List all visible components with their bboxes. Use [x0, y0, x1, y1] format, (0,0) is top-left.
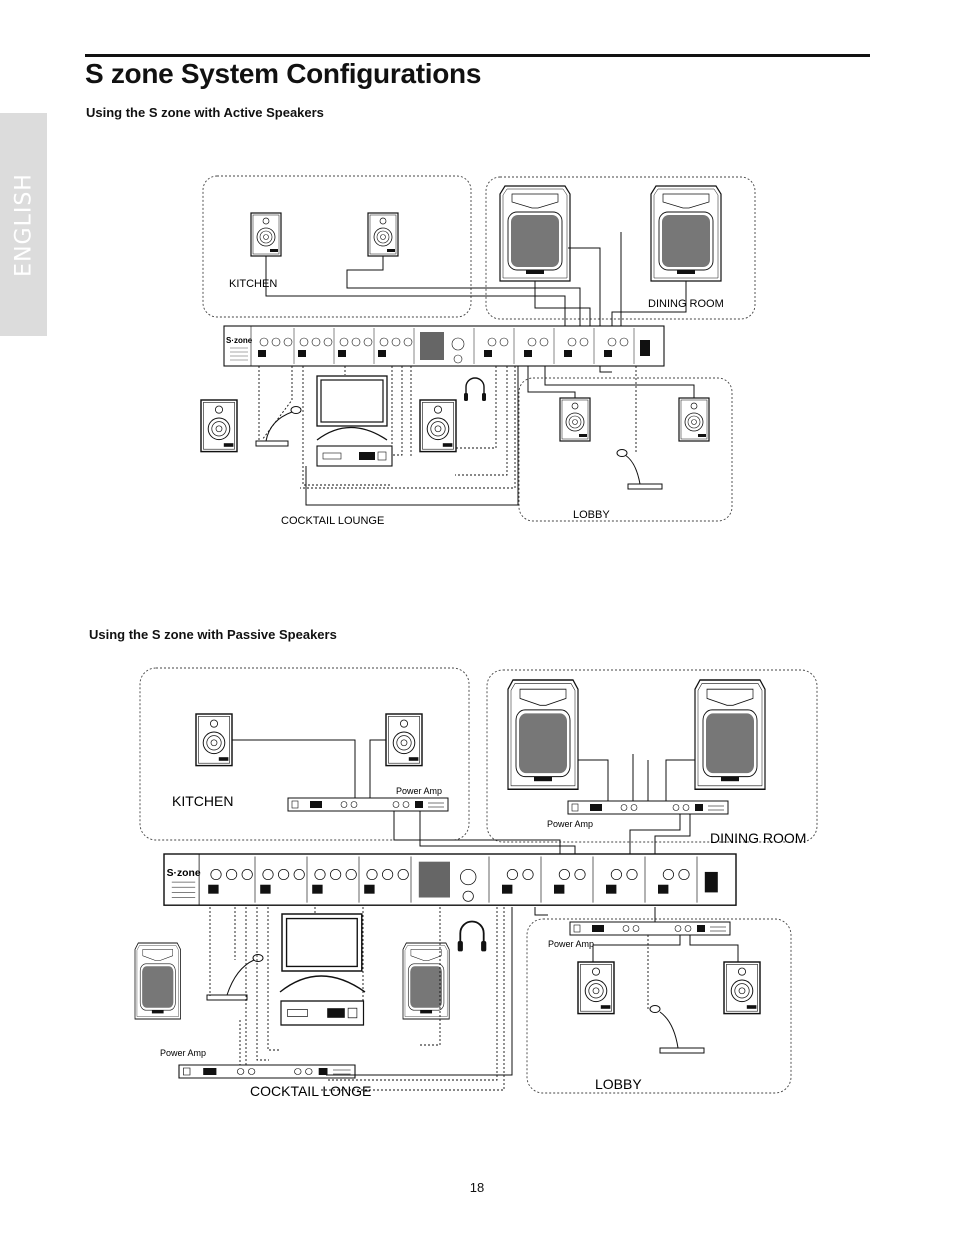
lounge-microphone-icon: [255, 406, 302, 447]
dining-speaker-right: [650, 185, 722, 282]
lobby-microphone-icon: [616, 449, 663, 490]
headphones-icon: [463, 377, 487, 402]
active-speakers-heading: Using the S zone with Active Speakers: [86, 105, 324, 120]
dining-power-amp: [567, 800, 729, 815]
passive-diagram: KITCHEN DINING ROOM COCKTAIL LONGE LOBBY…: [134, 667, 818, 1099]
active-diagram: KITCHEN DINING ROOM COCKTAIL LOUNGE LOBB…: [200, 175, 756, 527]
lobby-speaker-left: [559, 397, 591, 442]
p-lounge-microphone-icon: [206, 954, 264, 1001]
passive-lounge-label: COCKTAIL LONGE: [250, 1083, 371, 1099]
passive-dining-label: DINING ROOM: [710, 830, 806, 846]
lounge-cd-player: [316, 445, 393, 467]
lounge-tv: [316, 375, 388, 427]
dining-power-amp-label: Power Amp: [547, 819, 593, 829]
kitchen-speaker-right: [367, 212, 399, 257]
p-lobby-speaker-right: [723, 961, 761, 1015]
p-lobby-microphone-icon: [649, 1005, 705, 1054]
lounge-speaker-left: [200, 399, 238, 453]
kitchen-speaker-left: [250, 212, 282, 257]
p-kitchen-speaker-right: [385, 713, 423, 767]
p-kitchen-speaker-left: [195, 713, 233, 767]
active-lobby-label: LOBBY: [573, 509, 610, 521]
p-lobby-speaker-left: [577, 961, 615, 1015]
p-lounge-speaker-left: [134, 942, 181, 1020]
kitchen-power-amp-label: Power Amp: [396, 786, 442, 796]
passive-speakers-heading: Using the S zone with Passive Speakers: [89, 627, 337, 642]
p-lounge-speaker-right: [402, 942, 450, 1020]
active-lounge-label: COCKTAIL LOUNGE: [281, 515, 384, 527]
p-headphones-icon: [456, 920, 488, 953]
lounge-power-amp-label: Power Amp: [160, 1048, 206, 1058]
lounge-speaker-right: [419, 399, 457, 453]
active-kitchen-label: KITCHEN: [229, 278, 277, 290]
lobby-power-amp-label: Power Amp: [548, 939, 594, 949]
language-tab: ENGLISH: [0, 113, 47, 336]
p-dining-speaker-left: [507, 679, 579, 790]
p-lounge-tv: [281, 913, 363, 972]
dining-speaker-left: [499, 185, 571, 282]
lobby-speaker-right: [678, 397, 710, 442]
page-number: 18: [469, 1180, 485, 1195]
page-title: S zone System Configurations: [85, 58, 482, 89]
header-rule: [85, 54, 870, 57]
lounge-power-amp: [178, 1064, 356, 1079]
p-szone-mixer: [163, 853, 737, 906]
szone-mixer: [223, 325, 665, 367]
kitchen-power-amp: [287, 797, 449, 812]
passive-lobby-label: LOBBY: [595, 1076, 642, 1092]
p-lounge-cd-player: [280, 1000, 365, 1026]
p-dining-speaker-right: [694, 679, 766, 790]
passive-kitchen-label: KITCHEN: [172, 793, 233, 809]
lobby-power-amp: [569, 921, 731, 936]
